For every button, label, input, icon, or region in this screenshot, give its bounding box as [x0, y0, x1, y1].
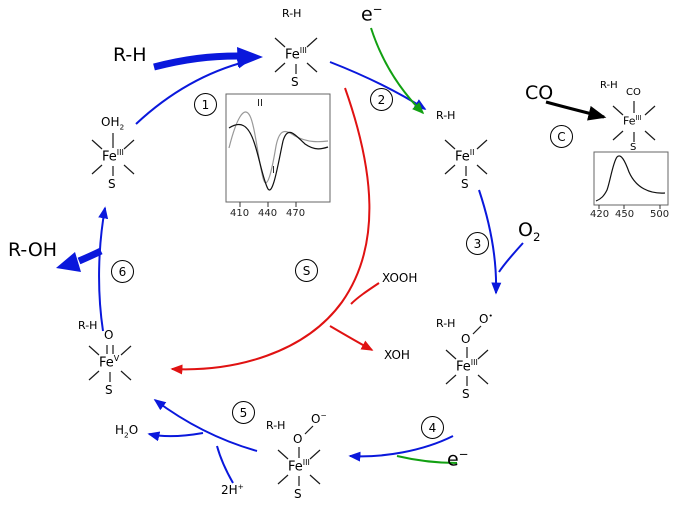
arrow-co-binding — [545, 100, 607, 121]
peroxo-fe: FeIII — [288, 458, 310, 475]
center-inset-tick-410: 410 — [230, 208, 250, 219]
arrow-electron1 — [370, 27, 425, 115]
arrow-shunt-main — [170, 87, 371, 375]
bonds-aqua-complex — [91, 133, 135, 176]
electron-charge: − — [372, 2, 383, 16]
bonds-peroxo-complex — [277, 425, 321, 486]
arrow-xoh-out — [329, 325, 374, 351]
shunt-badge: S — [295, 259, 318, 282]
arrow-protons-join — [216, 445, 234, 484]
resting-substrate: R-H — [282, 7, 302, 20]
oxo-substrate: R-H — [78, 319, 98, 332]
peroxide-shunt-arrows — [170, 87, 380, 375]
cycle-arrows — [56, 47, 524, 484]
peroxo-outer-oxygen: O− — [311, 411, 327, 426]
electron-symbol: e — [361, 3, 373, 26]
arrow-substrate-binding-head — [237, 47, 263, 67]
water-label: H2O — [115, 423, 139, 440]
center-inset-tick-470: 470 — [286, 208, 306, 219]
bonds-resting-complex — [274, 37, 318, 74]
electron-label-top: e− — [361, 2, 383, 26]
aqua-ligand: OH2 — [101, 115, 125, 132]
resting-fe: FeIII — [285, 46, 307, 63]
electron-arrows — [370, 27, 458, 464]
arrow-step5 — [153, 399, 258, 452]
step-4-badge: 4 — [421, 416, 444, 439]
superoxo-fe: FeIII — [456, 358, 478, 375]
step-5-badge: 5 — [232, 401, 255, 424]
oxo-thiolate: S — [105, 383, 113, 397]
arrow-product-release-head — [56, 252, 81, 272]
aqua-fe: FeIII — [102, 148, 124, 165]
co-adduct-co-ligand: CO — [626, 87, 641, 98]
peroxo-substrate: R-H — [266, 419, 286, 432]
bonds-superoxo-complex — [445, 325, 489, 386]
step-3-badge: 3 — [466, 232, 489, 255]
co-step-badge: C — [550, 125, 573, 148]
superoxo-substrate: R-H — [436, 317, 456, 330]
arrow-substrate-binding-thick — [153, 52, 239, 71]
inset-difference-spectrum-center — [225, 93, 331, 207]
right-inset-tick-420: 420 — [590, 209, 610, 220]
inset-co-spectrum-right — [593, 151, 669, 209]
arrow-xooh-in — [350, 282, 380, 305]
bonds-co-adduct-complex — [612, 101, 656, 142]
center-inset-curve-I-label: I — [272, 165, 275, 176]
spectrum-curve-I — [228, 124, 329, 191]
co-adduct-substrate: R-H — [600, 80, 618, 91]
center-inset-curve-II-label: II — [257, 98, 263, 109]
arrow-electron2 — [396, 455, 458, 464]
right-inset-tick-500: 500 — [650, 209, 670, 220]
co-spectrum-curve — [595, 155, 666, 202]
center-inset-tick-440: 440 — [258, 208, 278, 219]
peroxo-thiolate: S — [294, 487, 302, 501]
arrow-o2-join — [498, 242, 524, 273]
step-1-badge: 1 — [194, 93, 217, 116]
co-adduct-fe: FeIII — [623, 114, 642, 128]
right-inset-tick-450: 450 — [615, 209, 635, 220]
o2-label: O2 — [518, 219, 541, 244]
xoh-label: XOH — [384, 348, 410, 362]
aqua-thiolate: S — [108, 177, 116, 191]
arrow-product-release-thick — [77, 247, 103, 265]
oxo-oxygen: O — [104, 328, 114, 342]
arrow-step4 — [348, 435, 454, 462]
superoxo-inner-oxygen: O — [461, 332, 471, 346]
ferrous-substrate: R-H — [436, 109, 456, 122]
peroxo-inner-oxygen: O — [293, 432, 303, 446]
arrow-step3-oxygen-binding — [478, 189, 502, 295]
protons-label: 2H+ — [221, 482, 244, 497]
ferrous-fe: FeII — [455, 148, 475, 165]
resting-thiolate: S — [291, 75, 299, 89]
electron-label-bottom: e− — [447, 447, 469, 471]
bonds-oxo-complex — [88, 345, 132, 382]
substrate-label: R-H — [113, 44, 147, 66]
oxo-fe: FeV — [99, 354, 120, 371]
co-label: CO — [525, 82, 554, 104]
step-2-badge: 2 — [370, 88, 393, 111]
arrow-aqua-to-resting — [135, 58, 250, 125]
arrow-water-release — [147, 431, 204, 442]
xooh-label: XOOH — [382, 271, 418, 285]
step-6-badge: 6 — [111, 260, 134, 283]
superoxo-outer-oxygen: O• — [479, 311, 493, 326]
arrow-step6 — [98, 206, 109, 332]
bonds-ferrous-complex — [444, 139, 488, 176]
superoxo-thiolate: S — [462, 387, 470, 401]
ferrous-thiolate: S — [461, 177, 469, 191]
co-adduct-thiolate: S — [630, 142, 637, 153]
product-label: R-OH — [8, 239, 58, 261]
